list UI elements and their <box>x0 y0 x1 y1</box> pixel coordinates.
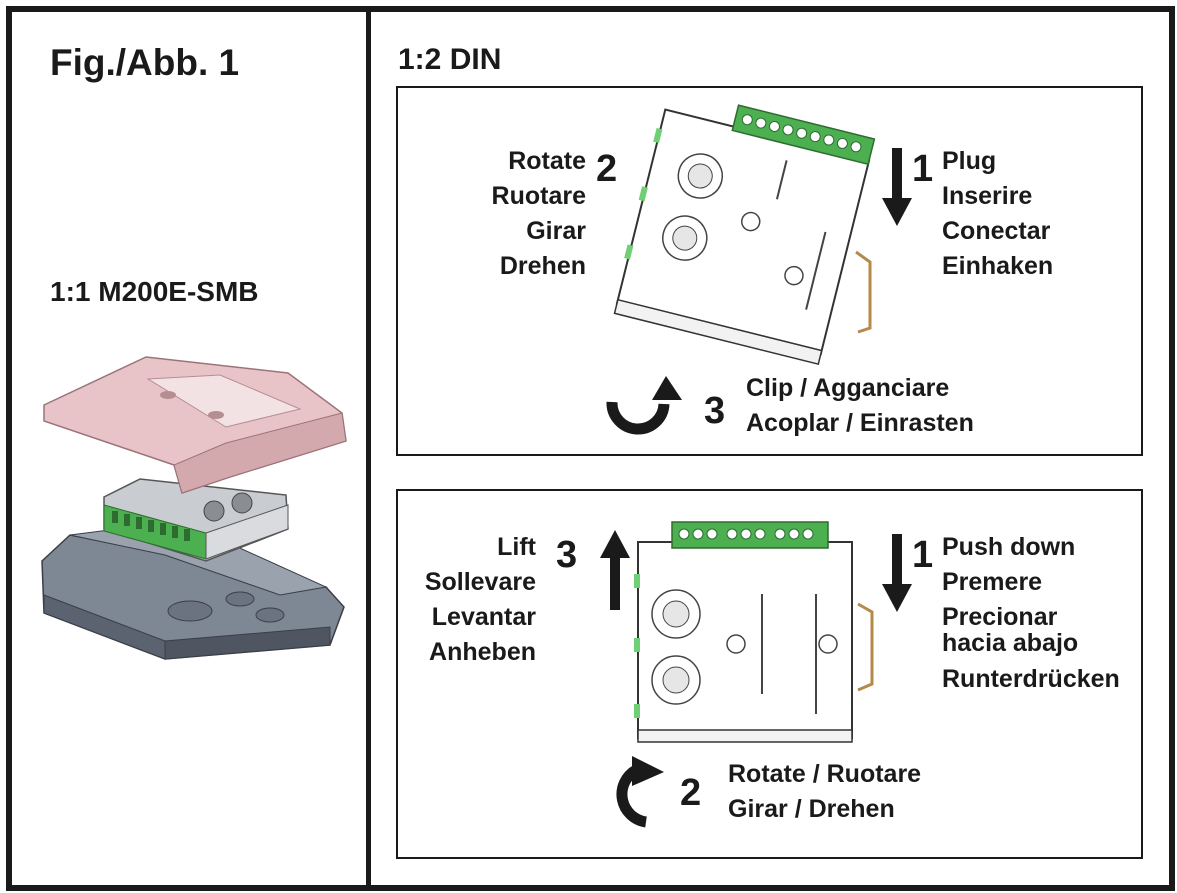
top-step3-number: 3 <box>704 390 726 432</box>
top-step3-line: Acoplar / Einrasten <box>746 409 974 437</box>
top-step3-line: Clip / Agganciare <box>746 374 950 402</box>
bottom-step1-line: Runterdrücken <box>942 665 1120 693</box>
din-title: 1:2 DIN <box>398 43 502 76</box>
top-step2-labels: Rotate Ruotare Girar Drehen <box>460 144 586 284</box>
bottom-step3-line: Anheben <box>429 638 536 666</box>
top-step2-line: Rotate <box>508 147 586 175</box>
bottom-step1-line: Push down <box>942 533 1076 561</box>
figure-title: Fig./Abb. 1 <box>50 42 240 83</box>
top-step1-line: Inserire <box>942 182 1033 210</box>
bottom-step1-line: Precionar <box>942 603 1058 631</box>
bottom-step3-number: 3 <box>556 534 578 576</box>
panel-divider <box>366 6 371 891</box>
outer-frame <box>6 6 1175 891</box>
top-step1-number: 1 <box>912 148 934 190</box>
exploded-module-illustration <box>41 356 347 660</box>
bottom-step1-line: Premere <box>942 568 1043 596</box>
tilted-din-module-illustration <box>613 104 876 366</box>
electronics-module <box>103 478 289 562</box>
bottom-step1-line: hacia abajo <box>942 629 1079 657</box>
top-step2-line: Girar <box>526 217 586 245</box>
top-step3-labels: Clip / Agganciare Acoplar / Einrasten <box>746 371 974 441</box>
bottom-step2-line: Girar / Drehen <box>728 795 895 823</box>
bottom-step1-labels: Push down Premere Precionar hacia abajo … <box>942 530 1120 697</box>
top-step2-line: Drehen <box>499 252 586 280</box>
bottom-step3-line: Sollevare <box>424 568 536 596</box>
pink-cover <box>43 356 347 494</box>
bottom-step2-number: 2 <box>680 772 702 814</box>
top-step1-line: Plug <box>942 147 997 175</box>
top-step1-labels: Plug Inserire Conectar Einhaken <box>942 144 1053 284</box>
rotate-clockwise-arrow-icon <box>606 376 682 435</box>
top-step2-line: Ruotare <box>491 182 586 210</box>
top-step1-line: Conectar <box>942 217 1051 245</box>
model-subtitle: 1:1 M200E-SMB <box>50 276 259 307</box>
arrow-up-icon <box>600 530 630 610</box>
bottom-step3-labels: Lift Sollevare Levantar Anheben <box>390 530 536 670</box>
arrow-down-icon <box>882 148 912 226</box>
upright-din-module-illustration <box>634 521 874 743</box>
bottom-step2-line: Rotate / Ruotare <box>728 760 922 788</box>
bottom-step2-labels: Rotate / Ruotare Girar / Drehen <box>728 757 921 827</box>
rotate-counterclockwise-arrow-icon <box>616 756 664 828</box>
bottom-step3-line: Lift <box>497 533 536 561</box>
bottom-step3-line: Levantar <box>431 603 536 631</box>
bottom-step1-number: 1 <box>912 534 934 576</box>
arrow-down-icon <box>882 534 912 612</box>
top-step1-line: Einhaken <box>942 252 1054 280</box>
top-step2-number: 2 <box>596 148 618 190</box>
